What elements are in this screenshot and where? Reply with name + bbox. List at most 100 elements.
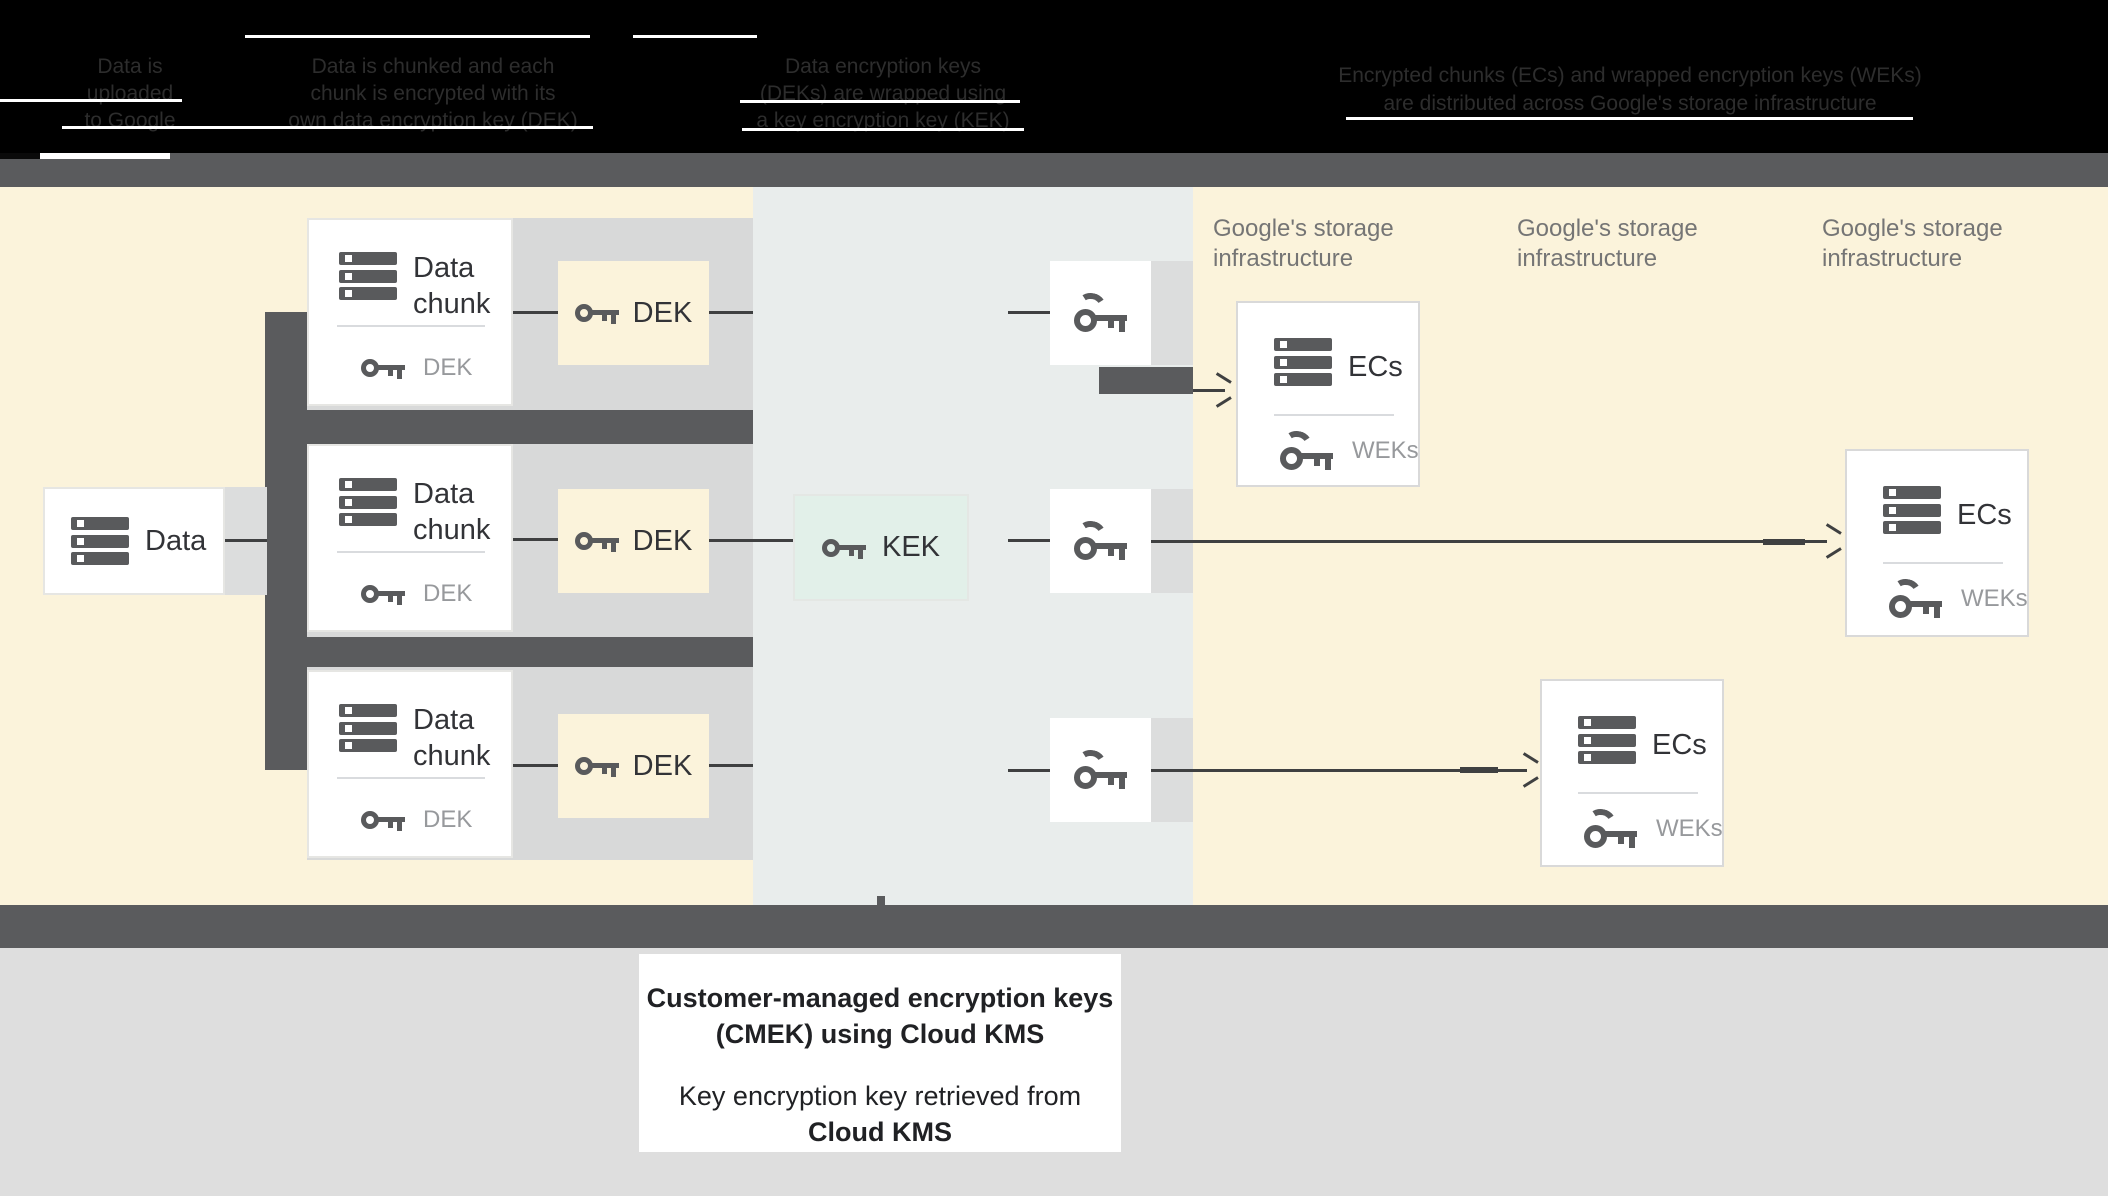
dek-box-label: DEK [632, 524, 693, 557]
glitch-notch [40, 153, 170, 159]
storage-label-line: infrastructure [1213, 245, 1354, 272]
connector-patch [1151, 261, 1193, 365]
note-body-line: Cloud KMS [808, 1117, 952, 1147]
data-chunk-label: Data chunk [413, 252, 491, 320]
arrow-line [1151, 540, 1827, 543]
arrowhead-icon [1213, 377, 1231, 403]
ecs-box: ECs WEKs [1845, 449, 2029, 637]
key-icon [1072, 518, 1128, 561]
storage-label-line: Google's storage [1822, 215, 2003, 242]
connector-line [225, 539, 267, 542]
step-text-line: (DEKs) are wrapped using [759, 82, 1007, 105]
arrow-line-overlap [1763, 539, 1805, 545]
step-3-description: Data encryption keys (DEKs) are wrapped … [713, 53, 1053, 134]
key-icon [361, 357, 405, 379]
step-2-description: Data is chunked and each chunk is encryp… [263, 53, 603, 134]
data-chunk-box: Data chunk DEK [307, 218, 513, 406]
divider [1274, 414, 1394, 416]
thick-connector-bar [1099, 367, 1193, 394]
step-text-line: Data is chunked and each [311, 55, 555, 78]
key-icon [361, 809, 405, 831]
dek-box: DEK [558, 261, 709, 365]
key-icon [574, 530, 619, 552]
header-steps-bar: Data is uploaded to Google Data is chunk… [0, 0, 2108, 153]
dek-box: DEK [558, 714, 709, 818]
storage-label-line: infrastructure [1822, 245, 1963, 272]
arrow-line-overlap [1460, 767, 1498, 773]
dek-sublabel: DEK [423, 580, 473, 607]
ecs-label: ECs [1652, 729, 1707, 761]
storage-label-line: infrastructure [1517, 245, 1658, 272]
weks-sublabel: WEKs [1961, 585, 2028, 612]
note-title-line: Customer-managed encryption keys [646, 983, 1114, 1013]
storage-label-line: Google's storage [1517, 215, 1698, 242]
data-chunk-label: Data chunk [413, 478, 491, 546]
database-icon [1883, 486, 1941, 534]
database-icon [339, 478, 397, 526]
top-gray-band [0, 153, 2108, 187]
dek-sublabel: DEK [423, 354, 473, 381]
glitch-streak [245, 35, 590, 38]
connector-line [709, 539, 793, 542]
ecs-box: ECs WEKs [1236, 301, 1420, 487]
database-icon [339, 704, 397, 752]
glitch-streak [742, 128, 1024, 131]
connector-line [513, 311, 558, 314]
cmek-note-box: Customer-managed encryption keys (CMEK) … [639, 954, 1121, 1152]
step-text-line: to Google [84, 109, 176, 132]
dek-box-label: DEK [632, 296, 693, 329]
storage-label-line: Google's storage [1213, 215, 1394, 242]
step-text-line: Data encryption keys [784, 55, 982, 78]
glitch-notch [0, 153, 40, 159]
step-text-line: Encrypted chunks (ECs) and wrapped encry… [1338, 64, 1922, 87]
step-text-line: a key encryption key (KEK) [756, 109, 1010, 132]
connector-line [709, 311, 753, 314]
weks-sublabel: WEKs [1352, 437, 1419, 464]
ecs-label: ECs [1348, 351, 1403, 383]
divider [337, 325, 485, 327]
glitch-streak [740, 100, 1020, 103]
dek-sublabel: DEK [423, 806, 473, 833]
divider [1578, 792, 1698, 794]
kek-box: KEK [793, 494, 969, 601]
glitch-streak [0, 99, 182, 102]
ecs-label: ECs [1957, 499, 2012, 531]
database-icon [71, 517, 129, 565]
key-icon [1888, 576, 1943, 619]
divider [337, 777, 485, 779]
weks-sublabel: WEKs [1656, 815, 1723, 842]
trunk-connector [265, 312, 307, 770]
glitch-streak [633, 35, 757, 38]
key-icon [361, 583, 405, 605]
storage-infrastructure-label: Google's storage infrastructure [1213, 214, 1453, 274]
arrowhead-icon [1520, 757, 1538, 783]
key-icon [574, 755, 619, 777]
step-1-description: Data is uploaded to Google [30, 53, 230, 134]
key-icon [1072, 290, 1128, 333]
arrow-line [1193, 389, 1225, 392]
database-icon [1274, 338, 1332, 386]
database-icon [339, 252, 397, 300]
ecs-box: ECs WEKs [1540, 679, 1724, 867]
step-text-line: Data is [97, 55, 163, 78]
note-body-line: Key encryption key retrieved from [678, 1081, 1082, 1111]
data-chunk-box: Data chunk DEK [307, 444, 513, 632]
wrap-key-box [1050, 261, 1151, 365]
key-icon [821, 537, 866, 559]
key-icon [1583, 806, 1638, 849]
connector-line [513, 764, 558, 767]
data-box: Data [43, 487, 225, 595]
kek-box-label: KEK [881, 531, 941, 563]
step-text-line: uploaded [86, 82, 174, 105]
key-icon [1279, 428, 1334, 471]
arrow-line [1151, 769, 1527, 772]
wrap-key-box [1050, 489, 1151, 593]
data-chunk-box: Data chunk DEK [307, 670, 513, 858]
connector-line [709, 764, 753, 767]
divider [337, 551, 485, 553]
wrap-key-box [1050, 718, 1151, 822]
dek-box: DEK [558, 489, 709, 593]
step-text-line: are distributed across Google's storage … [1383, 92, 1877, 115]
dek-box-label: DEK [632, 749, 693, 782]
